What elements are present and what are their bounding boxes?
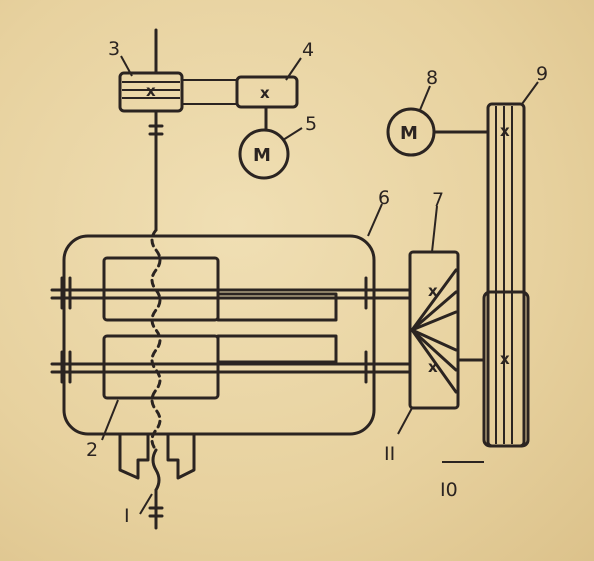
gearbox-7: x x (408, 250, 460, 410)
belt-9 (486, 102, 526, 448)
axis-mark-7-lower: x (428, 358, 438, 376)
axis-mark-4: x (260, 84, 270, 102)
label-5: 5 (305, 113, 317, 135)
label-8: 8 (426, 67, 438, 89)
pulley-10 (482, 290, 530, 448)
top-belt-drive: x x (118, 71, 299, 132)
inner-blocks-2 (102, 256, 338, 400)
label-7: 7 (432, 189, 444, 211)
lower-extension (216, 334, 338, 364)
axis-mark-9: x (500, 122, 510, 140)
label-4: 4 (302, 39, 314, 61)
motor-5-symbol: M (253, 145, 271, 166)
motor-8: M (386, 107, 490, 157)
lower-shaft (50, 350, 412, 384)
leader-lines (101, 55, 539, 515)
upper-extension (216, 292, 338, 322)
wavy-screw-line (150, 228, 162, 452)
label-11: II (384, 443, 395, 465)
base-clamp (118, 432, 196, 480)
label-1: I (124, 505, 130, 527)
axis-mark-7-upper: x (428, 282, 438, 300)
label-3: 3 (108, 38, 120, 60)
label-9: 9 (536, 63, 548, 85)
tall-belt-drive: x x (482, 102, 530, 448)
axis-mark-3: x (146, 82, 156, 100)
axis-mark-10: x (500, 350, 510, 368)
motor-5: M (238, 128, 290, 180)
pulley-3 (118, 71, 184, 113)
inner-block-lower (102, 334, 220, 400)
motor-8-symbol: M (400, 123, 418, 144)
housing-6 (62, 234, 376, 436)
label-10: I0 (440, 479, 458, 501)
part-labels: 3 4 5 8 9 6 7 2 II I0 I (86, 38, 548, 527)
screw-shaft (148, 28, 164, 530)
label-2: 2 (86, 439, 98, 461)
label-6: 6 (378, 187, 390, 209)
upper-shaft (50, 276, 412, 310)
